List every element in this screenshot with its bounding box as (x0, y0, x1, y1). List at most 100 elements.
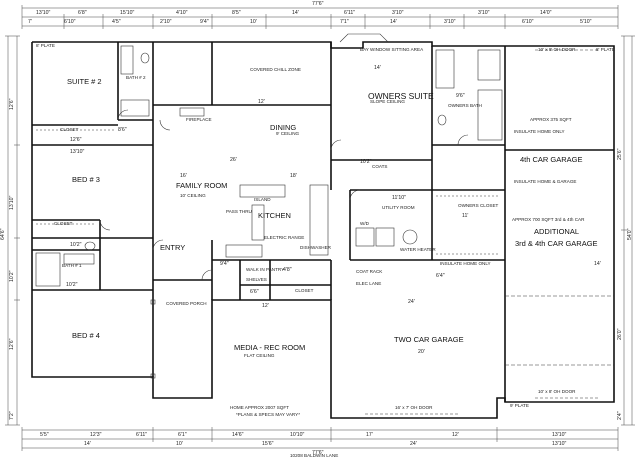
dim-interior-17: 20' (418, 349, 425, 355)
dim-top-5: 8'5" (232, 10, 241, 16)
dim-interior-5: 18' (290, 173, 297, 179)
room-label-media-rec: MEDIA - REC ROOM (234, 343, 306, 352)
door-swing (349, 189, 361, 201)
dim-left-4: 12'6" (9, 338, 15, 351)
dim-interior-13: 6'4" (436, 273, 445, 279)
dim-top-4: 4'10" (176, 10, 188, 16)
dim-top2-5: 9'4" (200, 19, 209, 25)
shower-owners-bath (477, 49, 501, 81)
dim-interior-19: 8'6" (118, 127, 127, 133)
tub-owners-bath (477, 89, 503, 141)
note-plate-left: 8' PLATE (36, 43, 55, 48)
room-label-two-car-garage: TWO CAR GARAGE (394, 335, 464, 344)
dim-top2-1: 7' (28, 19, 32, 25)
dim-interior-4: 16' (180, 173, 187, 179)
dryer-symbol (375, 227, 395, 247)
dim-top-3: 15'10" (120, 10, 135, 16)
room-label-home-approx: HOME APPROX 2007 SQFT (230, 405, 289, 410)
toilet-bath2 (140, 52, 150, 64)
dim-top2-6: 10' (250, 19, 257, 25)
dim-interior-22: 4'8" (283, 267, 292, 273)
tub-bath1 (35, 252, 61, 287)
note-coat-rack: COAT RACK (356, 269, 383, 274)
dim-bottom1-9: 13'10" (552, 432, 567, 438)
dim-right-3: 2'4" (617, 411, 623, 420)
room-label-additional: ADDITIONAL (534, 227, 580, 236)
dim-top-8: 3'10" (392, 10, 404, 16)
exterior-wall (31, 41, 615, 419)
dim-interior-21: 9'4" (220, 261, 229, 267)
dim-interior-16: 24' (408, 299, 415, 305)
room-label-owners-closet: OWNERS CLOSET (458, 203, 499, 208)
note-washer-dryer: W/D (360, 221, 369, 226)
room-label-closet-suite2: CLOSET (60, 127, 79, 132)
plans-note: *PLANS & SPECS MAY VARY* (236, 412, 300, 417)
room-label-4th-car: 4th CAR GARAGE (520, 155, 583, 164)
note-ceiling-dining: 9' CEILING (276, 131, 300, 136)
note-plate-right: 8' PLATE (596, 47, 615, 52)
room-label-owners-bath: OWNERS BATH (448, 103, 482, 108)
note-fireplace: FIREPLACE (186, 117, 212, 122)
room-label-chill-zone: COVERED CHILL ZONE (250, 67, 301, 72)
note-elec-lane: ELEC LANE (356, 281, 382, 286)
door-swing (99, 219, 111, 231)
note-door-10x8-bottom: 10' x 8' OH DOOR (538, 389, 576, 394)
dim-bottom1-1: 5'5" (40, 432, 49, 438)
room-label-pantry: WALK IN PANTRY (246, 267, 285, 272)
dim-bottom1-3: 6'11" (136, 432, 148, 438)
dim-bottom-overall: 77'6" (312, 450, 324, 456)
room-label-dining: DINING (270, 123, 297, 132)
kitchen-counter-top (239, 184, 286, 198)
dim-interior-9: 9'6" (456, 93, 465, 99)
dim-top2-9: 3'10" (444, 19, 456, 25)
dim-top-2: 6'8" (78, 10, 87, 16)
dim-top-7: 6'11" (344, 10, 356, 16)
dim-bottom2-2: 10' (176, 441, 183, 447)
room-label-garage-700: APPROX 700 SQFT 3rd & 4th CAR (512, 217, 585, 222)
room-label-bed4: BED # 4 (72, 331, 100, 340)
note-slope-ceiling: SLOPE CEILING (370, 99, 405, 104)
note-island: ISLAND (254, 197, 271, 202)
room-label-entry: ENTRY (160, 243, 186, 252)
dim-interior-11: 11'10" (392, 195, 406, 201)
dim-bottom1-2: 12'3" (90, 432, 102, 438)
washer-symbol (355, 227, 375, 247)
vanity-bath1 (63, 253, 95, 265)
room-label-bath2: BATH # 2 (126, 75, 146, 80)
dim-top2-10: 6'10" (522, 19, 534, 25)
room-label-bay-window: BAY WINDOW SITTING AREA (360, 47, 424, 52)
kitchen-island (251, 204, 265, 241)
note-door-16x7: 16' x 7' OH DOOR (395, 405, 433, 410)
room-label-bed3: BED # 3 (72, 175, 100, 184)
note-dishwasher: DISHWASHER (300, 245, 331, 250)
door-swing (159, 119, 171, 131)
door-swing (152, 239, 164, 251)
room-label-3rd-4th-garage: 3rd & 4th CAR GARAGE (515, 239, 598, 248)
dim-top2-3: 4'5" (112, 19, 121, 25)
door-swing (457, 134, 469, 146)
dim-interior-15: 12' (262, 303, 269, 309)
dim-interior-14: 14' (594, 261, 601, 267)
toilet-bath1 (84, 241, 96, 251)
dim-interior-18: 10'2" (70, 242, 82, 248)
dim-ticks (5, 5, 635, 451)
dim-bottom1-6: 10'10" (290, 432, 305, 438)
dim-top2-2: 6'10" (64, 19, 76, 25)
dim-bottom1-4: 6'1" (178, 432, 187, 438)
dim-interior-10: 10'2" (66, 282, 78, 288)
dim-interior-2: 13'10" (70, 149, 85, 155)
door-swing (201, 269, 213, 281)
bay-window-outline (339, 33, 389, 43)
dim-interior-1: 12'6" (70, 137, 82, 143)
kitchen-counter-right (309, 184, 329, 256)
note-electric-range: ELECTRIC RANGE (264, 235, 305, 240)
note-shelves: SHELVES (246, 277, 267, 282)
porch-column (150, 299, 156, 305)
dim-left-3: 10'2" (9, 270, 15, 283)
dim-bottom1-8: 12' (452, 432, 459, 438)
interior-details (35, 33, 614, 415)
vanity-owners-bath (435, 49, 455, 89)
vanity-bath2 (120, 45, 134, 75)
room-label-covered-porch: COVERED PORCH (166, 301, 207, 306)
